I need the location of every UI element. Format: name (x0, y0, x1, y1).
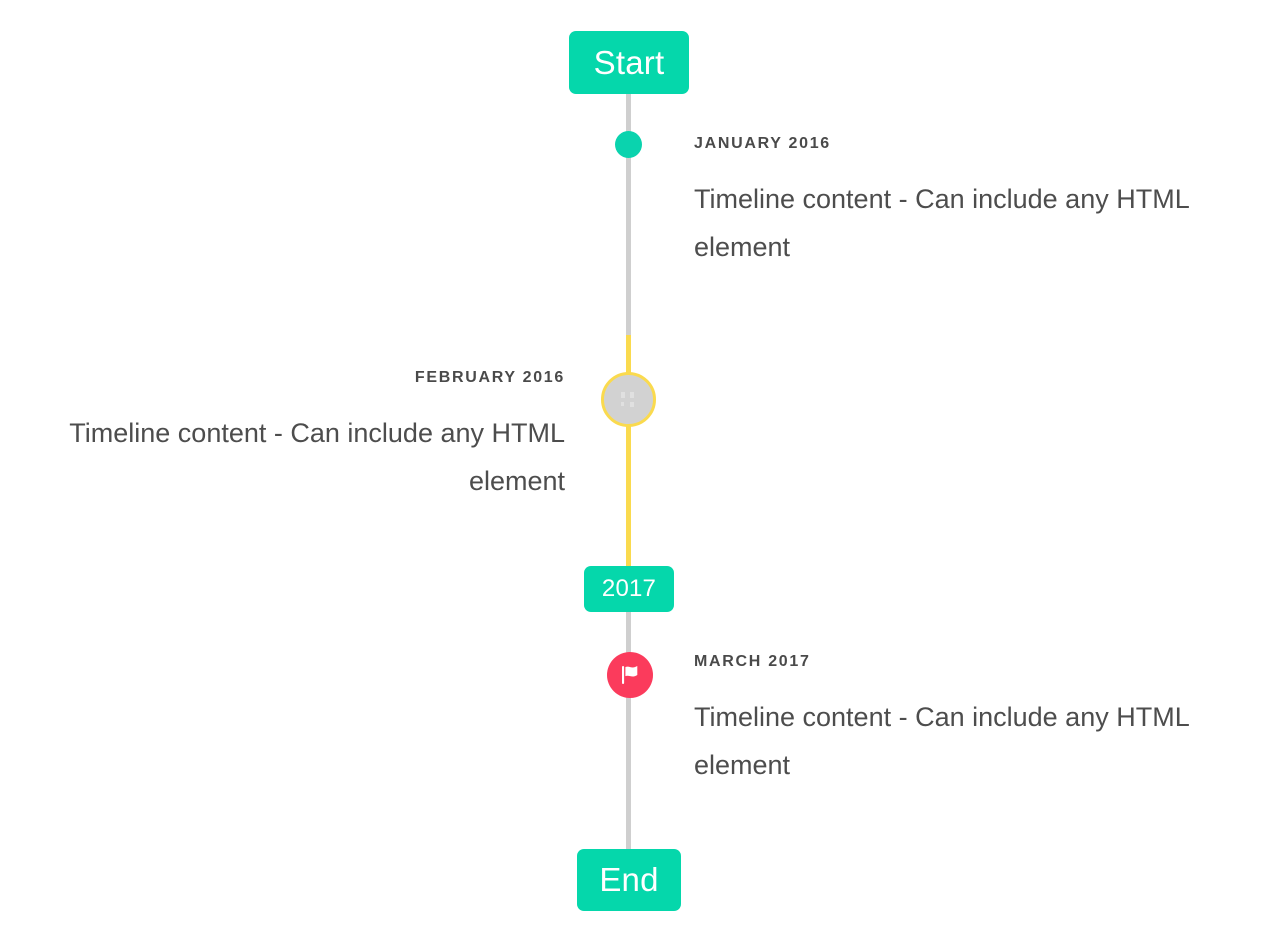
timeline-end-badge[interactable]: End (577, 849, 681, 911)
timeline-entry-date: January 2016 (694, 135, 831, 152)
broken-image-placeholder-icon (620, 391, 634, 407)
timeline-entry-content: Timeline content - Can include any HTML … (69, 418, 565, 497)
flag-icon (622, 666, 638, 684)
timeline-marker-february[interactable] (601, 372, 656, 427)
timeline-entry-march: March 2017 Timeline content - Can includ… (694, 652, 1234, 789)
timeline-axis-segment-gray-lower (626, 612, 631, 849)
timeline-entry-january: January 2016 Timeline content - Can incl… (694, 134, 1234, 271)
timeline-marker-march[interactable] (607, 652, 653, 698)
timeline-entry-content: Timeline content - Can include any HTML … (694, 702, 1189, 781)
timeline-entry-date: February 2016 (414, 369, 565, 386)
timeline-start-badge[interactable]: Start (569, 31, 689, 94)
timeline-axis-segment-highlight (626, 335, 631, 566)
timeline-entry-content: Timeline content - Can include any HTML … (694, 184, 1189, 263)
timeline-entry-date: March 2017 (694, 653, 811, 670)
timeline-entry-february: February 2016 Timeline content - Can inc… (20, 368, 565, 505)
timeline-axis-segment-gray-upper (626, 93, 631, 335)
timeline-marker-january[interactable] (615, 131, 642, 158)
timeline-year-badge[interactable]: 2017 (584, 566, 674, 612)
